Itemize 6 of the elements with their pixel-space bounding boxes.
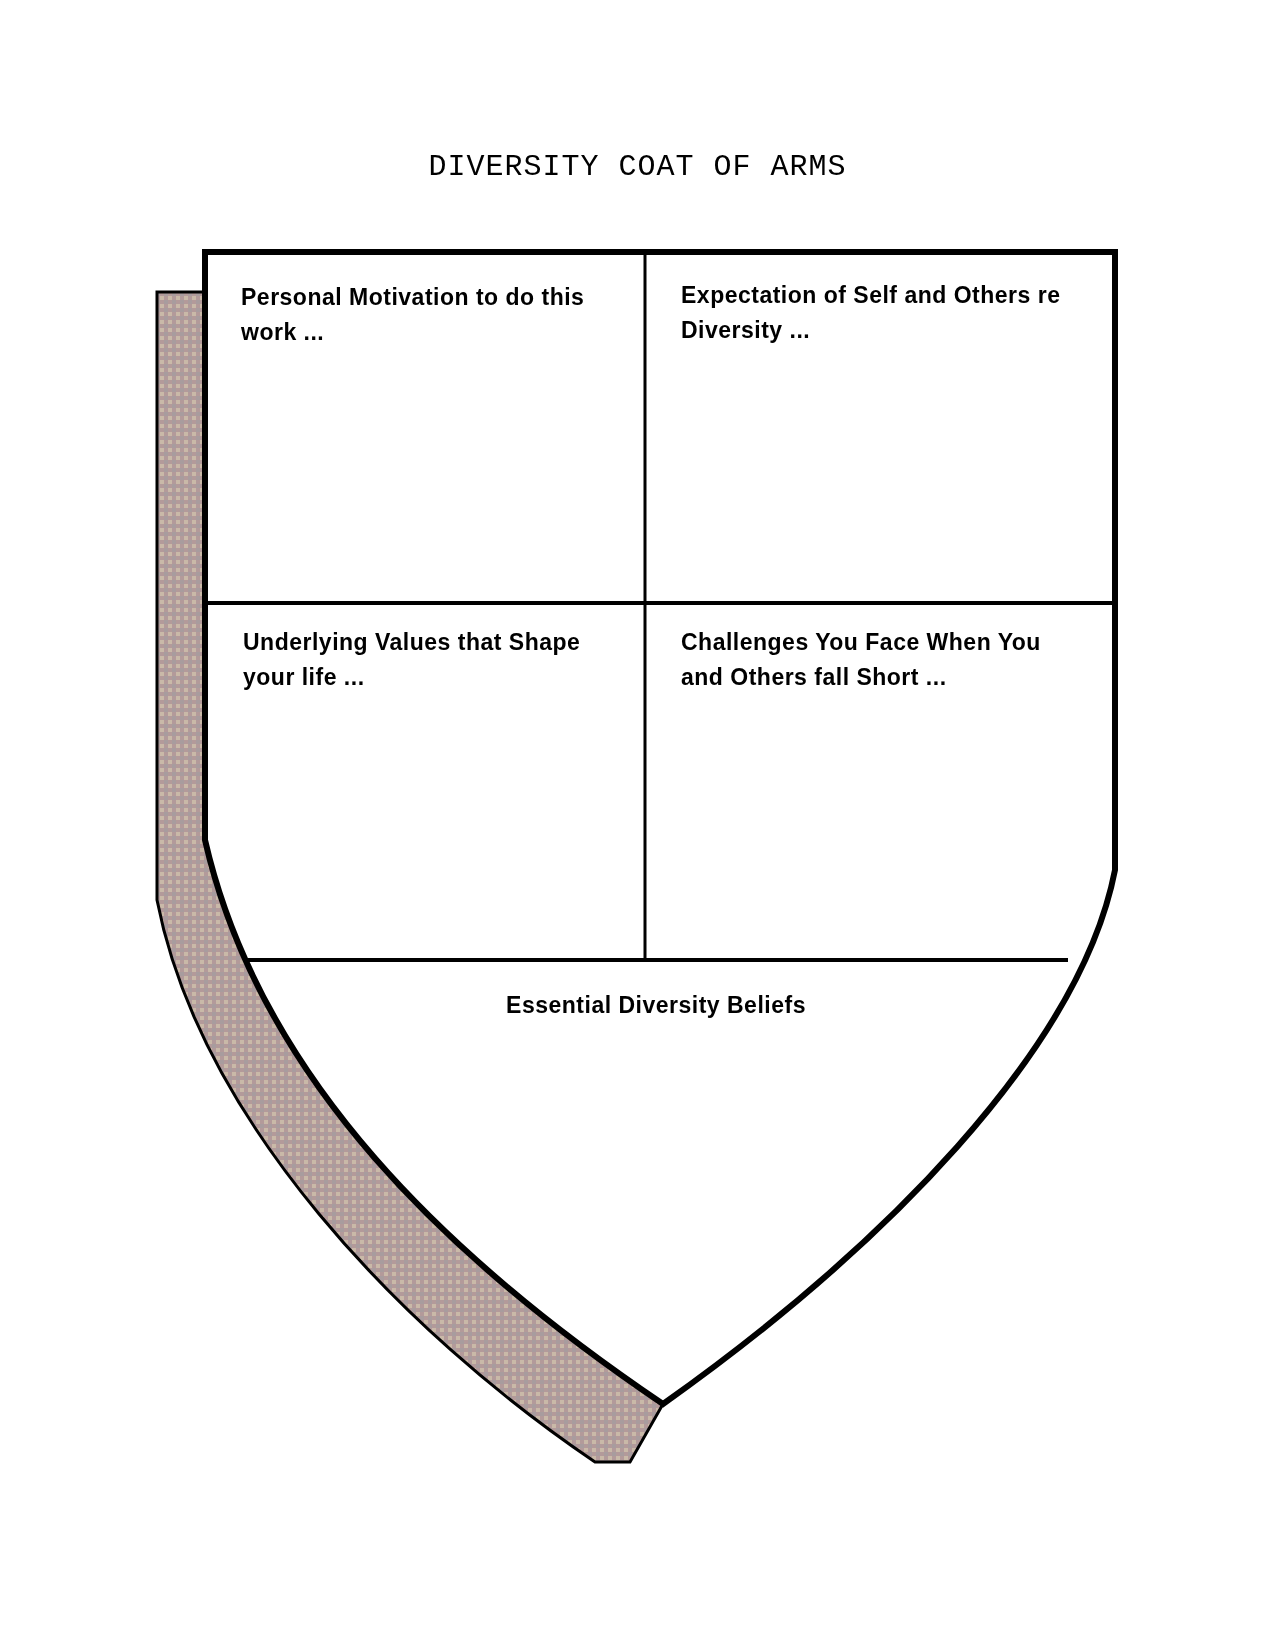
section-heading: Personal Motivation to do this work ...: [241, 283, 586, 347]
page-title: DIVERSITY COAT OF ARMS: [427, 150, 848, 184]
section-heading: Underlying Values that Shape your life ...: [243, 628, 582, 692]
section-heading: Challenges You Face When You and Others fall Short ...: [681, 628, 1042, 692]
section-heading: Expectation of Self and Others re Diversity ...: [681, 281, 1062, 345]
section-heading: Essential Diversity Beliefs: [506, 991, 806, 1020]
